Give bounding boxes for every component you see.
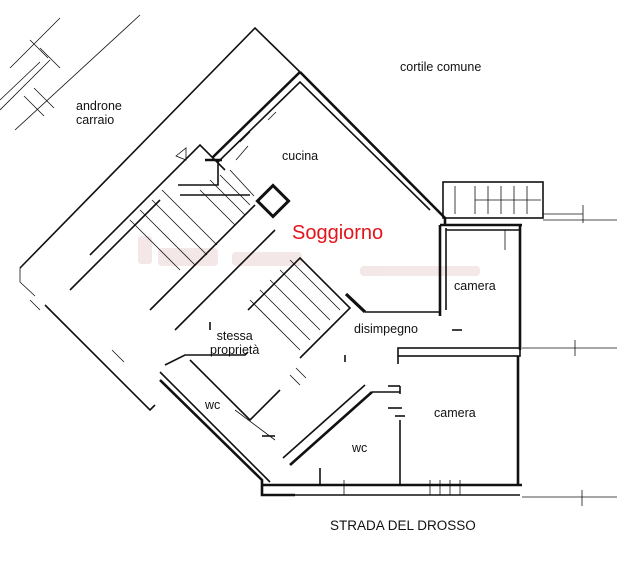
corridor-walls: [344, 347, 521, 485]
label-street: STRADA DEL DROSSO: [330, 518, 476, 533]
wc-right-walls: [282, 384, 373, 485]
door-swing: [344, 292, 367, 314]
label-androne: androne carraio: [76, 99, 122, 127]
label-cortile: cortile comune: [400, 60, 482, 74]
androne-block: [0, 14, 141, 131]
balcony: [442, 181, 617, 223]
window-marks: [29, 103, 461, 495]
label-androne-line2: carraio: [76, 113, 115, 127]
label-stessa-line2: proprietà: [210, 343, 260, 357]
chimney: [255, 183, 291, 219]
label-camera-top: camera: [454, 279, 496, 293]
label-androne-line1: androne: [76, 99, 122, 113]
right-exterior: [522, 340, 617, 506]
label-soggiorno: Soggiorno: [292, 222, 384, 244]
label-stessa-line1: stessa: [216, 329, 253, 343]
wc-left-walls: [159, 371, 276, 483]
label-cucina: cucina: [282, 149, 319, 163]
watermark: [138, 236, 480, 276]
stair-core: [69, 143, 352, 422]
camera-top-walls: [438, 223, 522, 350]
label-wc-left: wc: [205, 398, 221, 412]
label-disimpegno: disimpegno: [354, 322, 418, 336]
label-camera-bottom: camera: [434, 406, 476, 420]
kitchen-walls: [178, 71, 431, 211]
label-wc-right: wc: [352, 441, 368, 455]
label-stessa: stessa proprietà: [210, 329, 259, 357]
